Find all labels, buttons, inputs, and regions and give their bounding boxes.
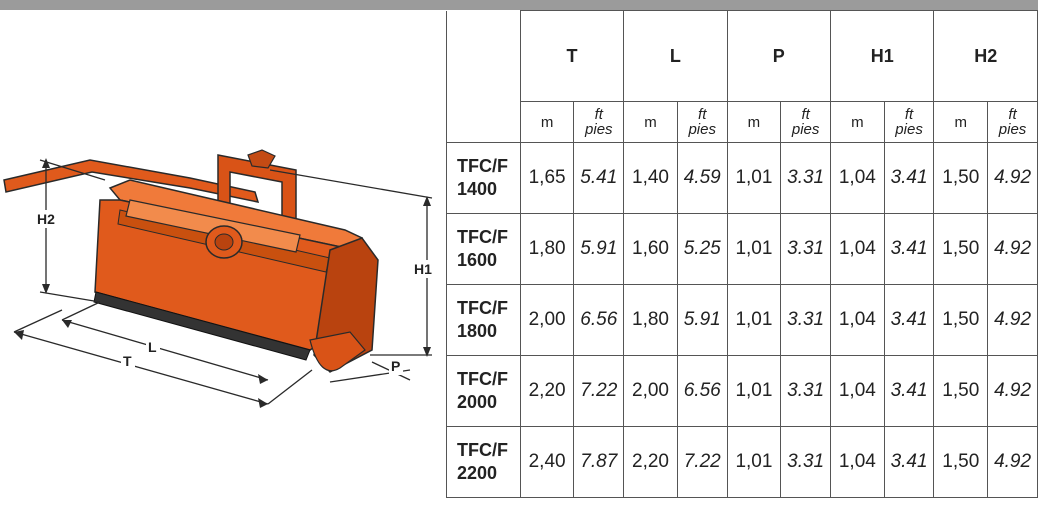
value-cell: 1,65 [519,142,575,214]
value-cell: 4.92 [987,284,1038,356]
value-cell: 6.56 [676,355,728,427]
value-cell: 3.31 [780,213,832,285]
label-t: T [123,353,132,369]
unit-metric: m [830,101,885,143]
value-cell: 1,01 [726,284,782,356]
value-cell: 1,50 [933,142,989,214]
top-link [247,149,276,169]
dimension-lines [13,159,433,405]
value-cell: 1,50 [933,426,989,498]
value-cell: 1,04 [830,213,885,285]
value-cell: 3.31 [780,284,832,356]
value-cell: 1,01 [726,142,782,214]
value-cell: 1,04 [830,426,885,498]
value-cell: 2,40 [519,426,575,498]
header-p: P [726,10,832,102]
unit-metric: m [726,101,782,143]
value-cell: 5.91 [573,213,625,285]
dimension-header-row: T L P H1 H2 [446,10,1038,143]
value-cell: 5.41 [573,142,625,214]
header-h1: H1 [830,10,935,102]
value-cell: 2,20 [623,426,678,498]
hitch-arm [3,159,260,203]
value-cell: 2,00 [519,284,575,356]
value-cell: 1,50 [933,213,989,285]
dimension-arrows [14,158,431,408]
value-cell: 4.92 [987,213,1038,285]
value-cell: 3.41 [883,213,935,285]
value-cell: 3.41 [883,355,935,427]
header-l: L [623,10,728,102]
value-cell: 1,04 [830,355,885,427]
value-cell: 3.41 [883,426,935,498]
value-cell: 3.41 [883,284,935,356]
value-cell: 1,40 [623,142,678,214]
value-cell: 1,50 [933,355,989,427]
unit-metric: m [519,101,575,143]
header-h2: H2 [933,10,1038,102]
value-cell: 7.87 [573,426,625,498]
value-cell: 4.92 [987,426,1038,498]
mulcher-illustration: H2 H1 L T P [3,149,437,408]
value-cell: 2,00 [623,355,678,427]
unit-metric: m [623,101,678,143]
value-cell: 3.31 [780,426,832,498]
value-cell: 4.92 [987,142,1038,214]
value-cell: 1,04 [830,284,885,356]
value-cell: 5.25 [676,213,728,285]
value-cell: 4.59 [676,142,728,214]
value-cell: 3.41 [883,142,935,214]
value-cell: 1,04 [830,142,885,214]
value-cell: 1,01 [726,355,782,427]
top-bar [0,0,1038,10]
value-cell: 2,20 [519,355,575,427]
drive-tube [125,199,301,253]
value-cell: 1,80 [623,284,678,356]
value-cell: 6.56 [573,284,625,356]
corner-cell [446,10,521,143]
value-cell: 1,50 [933,284,989,356]
blade-strip [93,291,311,361]
value-cell: 1,80 [519,213,575,285]
gearbox-hub [214,233,234,251]
label-l: L [148,339,157,355]
value-cell: 1,01 [726,213,782,285]
value-cell: 4.92 [987,355,1038,427]
value-cell: 7.22 [573,355,625,427]
label-p: P [391,358,400,374]
value-cell: 5.91 [676,284,728,356]
value-cell: 3.31 [780,142,832,214]
value-cell: 1,01 [726,426,782,498]
label-h1: H1 [414,261,432,277]
label-h2: H2 [37,211,55,227]
unit-metric: m [933,101,989,143]
header-t: T [519,10,625,102]
value-cell: 1,60 [623,213,678,285]
value-cell: 7.22 [676,426,728,498]
value-cell: 3.31 [780,355,832,427]
rear-roller [309,331,366,372]
